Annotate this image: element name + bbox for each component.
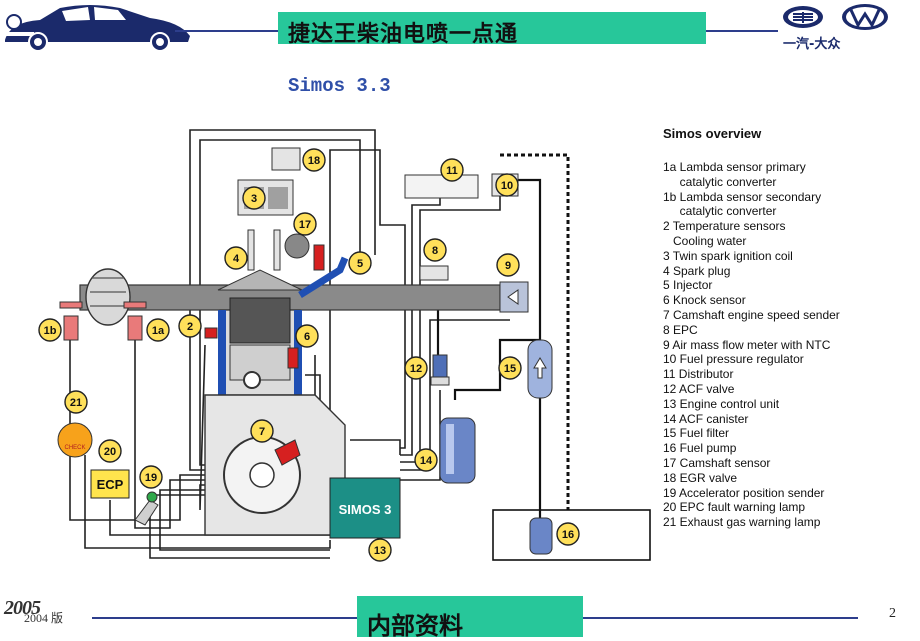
faw-logo-icon (781, 4, 825, 30)
callout-21 (64, 390, 88, 414)
callout-8 (423, 238, 447, 262)
subtitle: Simos 3.3 (288, 75, 391, 97)
callout-10-label: 10 (501, 180, 513, 192)
callout-1b (38, 318, 62, 342)
callout-5-label: 5 (357, 258, 363, 270)
callout-1a-label: 1a (152, 325, 165, 337)
header-rule-right (706, 30, 778, 32)
check-lamp-label: CHECK (64, 445, 85, 451)
callout-4 (224, 246, 248, 270)
legend-item: catalytic converter (663, 204, 777, 219)
legend-item: 1a Lambda sensor primary (663, 160, 806, 174)
legend-item: catalytic converter (663, 174, 777, 189)
engine-diagram: SIMOS 3 ECP CHECK 1b 1a 2 3 4 (38, 129, 651, 562)
legend-item: 10 Fuel pressure regulator (663, 352, 804, 367)
callout-18-label: 18 (308, 155, 320, 167)
header-title-box: 捷达王柴油电喷一点通 (278, 12, 706, 47)
callout-6-label: 6 (304, 331, 310, 343)
callout-13-label: 13 (374, 545, 386, 557)
brand-text: 一汽-大众 (783, 37, 841, 52)
legend-item: 18 EGR valve (663, 470, 738, 485)
callout-18 (302, 148, 326, 172)
callout-5 (348, 251, 372, 275)
legend-item: 17 Camshaft sensor (663, 455, 771, 470)
legend-item: 2 Temperature sensors (663, 219, 786, 234)
legend-list: 1a Lambda sensor primary catalytic conve… (663, 160, 840, 530)
legend-item: 4 Spark plug (663, 263, 731, 278)
legend-item: 21 Exhaust gas warning lamp (663, 515, 821, 530)
footer-label: 内部资料 (367, 612, 463, 640)
callout-2 (178, 314, 202, 338)
legend-title: Simos overview (663, 126, 762, 141)
callout-3-label: 3 (251, 193, 257, 205)
callout-12 (404, 356, 428, 380)
callout-19-label: 19 (145, 472, 157, 484)
callout-3 (242, 186, 266, 210)
legend-item: 19 Accelerator position sender (663, 485, 825, 500)
callout-1b-label: 1b (44, 325, 57, 337)
callout-9 (496, 253, 520, 277)
footer-rule-left (92, 617, 357, 619)
callout-20-label: 20 (104, 446, 116, 458)
legend-item: 9 Air mass flow meter with NTC (663, 337, 831, 352)
vw-logo-icon (840, 2, 890, 32)
callout-14-label: 14 (420, 455, 433, 467)
footer-edition: 2004 版 (24, 611, 64, 625)
callout-10 (495, 173, 519, 197)
callout-15 (498, 356, 522, 380)
callout-16 (556, 522, 580, 546)
legend-item: 3 Twin spark ignition coil (663, 248, 793, 263)
callout-11-label: 11 (446, 165, 458, 177)
legend-item: 14 ACF canister (663, 411, 749, 426)
callout-11 (440, 158, 464, 182)
legend-item: 12 ACF valve (663, 381, 735, 396)
legend-item: 7 Camshaft engine speed sender (663, 307, 840, 322)
callout-16-label: 16 (562, 529, 574, 541)
callout-7-label: 7 (259, 426, 265, 438)
legend-item: 11 Distributor (663, 367, 734, 382)
callout-14 (414, 448, 438, 472)
page-number: 2 (889, 606, 896, 621)
ecp-label: ECP (97, 477, 124, 492)
legend-item: 1b Lambda sensor secondary (663, 189, 822, 204)
legend-item: 6 Knock sensor (663, 293, 746, 308)
callout-4-label: 4 (233, 253, 240, 265)
car-logo-icon (0, 2, 200, 52)
callout-21-label: 21 (70, 397, 82, 409)
ecu-label: SIMOS 3 (339, 502, 392, 517)
callout-2-label: 2 (187, 321, 193, 333)
callout-15-label: 15 (504, 363, 516, 375)
legend-item: 5 Injector (663, 278, 713, 293)
legend-item: 16 Fuel pump (663, 441, 737, 456)
callout-17-label: 17 (299, 219, 311, 231)
callout-17 (293, 212, 317, 236)
callout-12-label: 12 (410, 363, 422, 375)
callout-20 (98, 439, 122, 463)
check-lamp-icon (57, 422, 93, 458)
footer-label-box: 内部资料 (357, 596, 583, 640)
callout-9-label: 9 (505, 260, 511, 272)
legend-item: 20 EPC fault warning lamp (663, 500, 806, 515)
legend-item: 8 EPC (663, 322, 698, 337)
callout-7 (250, 419, 274, 443)
footer-rule-right (583, 617, 858, 619)
legend-item: 15 Fuel filter (663, 426, 730, 441)
callout-6 (295, 324, 319, 348)
callout-13 (368, 538, 392, 562)
footer-year: 2005 (4, 597, 41, 619)
callout-1a (146, 318, 170, 342)
legend-item: 13 Engine control unit (663, 396, 780, 411)
callout-8-label: 8 (432, 245, 438, 257)
header-rule-left (175, 30, 280, 32)
legend-item: Cooling water (663, 233, 747, 248)
page-title: 捷达王柴油电喷一点通 (288, 22, 519, 47)
callout-19 (139, 465, 163, 489)
